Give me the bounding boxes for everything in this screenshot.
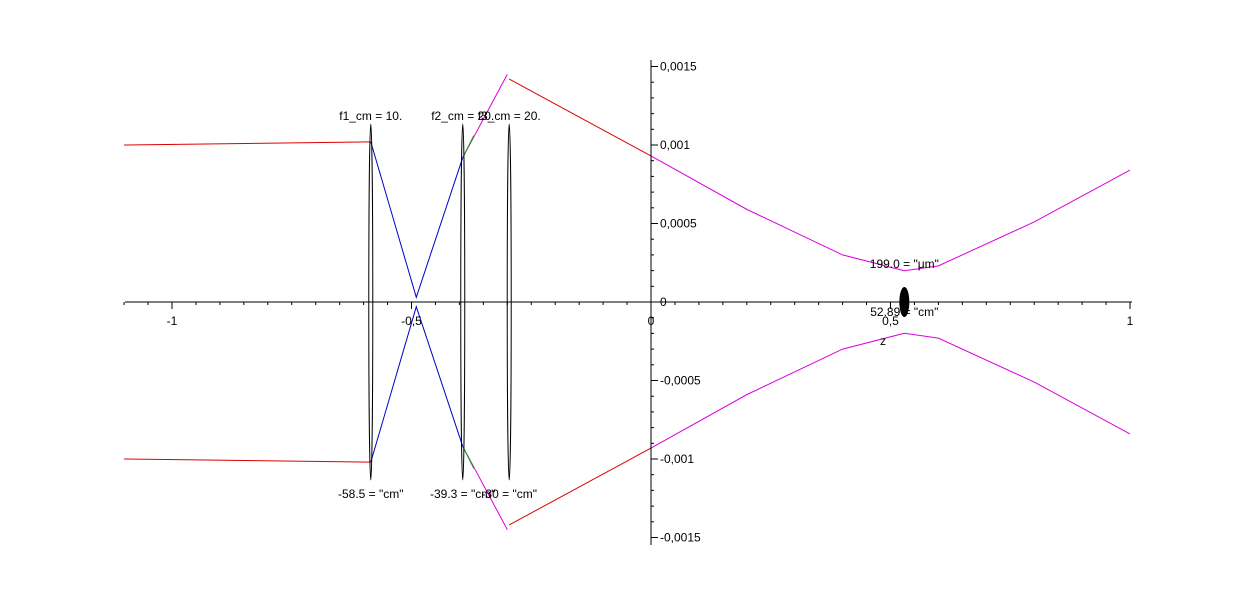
beam-upper-magenta-4 [650,155,1131,272]
beam-lower-red-3 [508,447,652,526]
y-tick-label: 0,0005 [660,217,697,231]
y-tick-label: -0,001 [660,452,694,466]
waist-position-label: 52.89 = "cm" [870,305,938,319]
y-tick-label: 0 [660,295,667,309]
lens-position-label-1: -58.5 = "cm" [338,487,404,501]
lens-label-3: f3_cm = 20. [478,109,541,123]
beam-lower-magenta-4 [650,332,1131,449]
waist-marker [899,287,910,317]
y-tick-label: 0,0015 [660,60,697,74]
y-tick-label: 0,001 [660,138,690,152]
beam-series-group [124,74,1131,530]
lens-position-label-3: -30 = "cm" [481,487,537,501]
x-axis-label: z [880,334,886,348]
x-tick-label: -1 [167,314,178,328]
beam-upper-red-3 [508,78,652,157]
green-segment-lower [462,446,475,469]
x-tick-label: -0,5 [401,314,422,328]
beam-lower-red-0 [124,458,371,463]
green-segment-upper [462,135,475,158]
y-tick-label: -0,0015 [660,531,701,545]
x-tick-label: 0 [648,314,655,328]
y-tick-label: -0,0005 [660,374,701,388]
beam-lower-blue-1 [370,305,464,463]
axes-group: -1 -0,5 0 0,5 1 0,0015 0,001 0,0005 0 -0,0005 -0,0… [123,60,1134,545]
annotation-group: f1_cm = 10. f2_cm = 20.f3_cm = 20. -58.5 =… [338,109,939,501]
x-tick-label: 0,5 [882,314,899,328]
x-tick-label: 1 [1127,314,1134,328]
lens-position-label-2: -39.3 = "cm" [430,487,496,501]
lens-label-2: f2_cm = 20. [431,109,494,123]
beam-upper-blue-1 [370,141,464,299]
lens-label-1: f1_cm = 10. [339,109,402,123]
waist-radius-label: 199.0 = "μm" [870,257,939,271]
beam-upper-red-0 [124,141,371,146]
